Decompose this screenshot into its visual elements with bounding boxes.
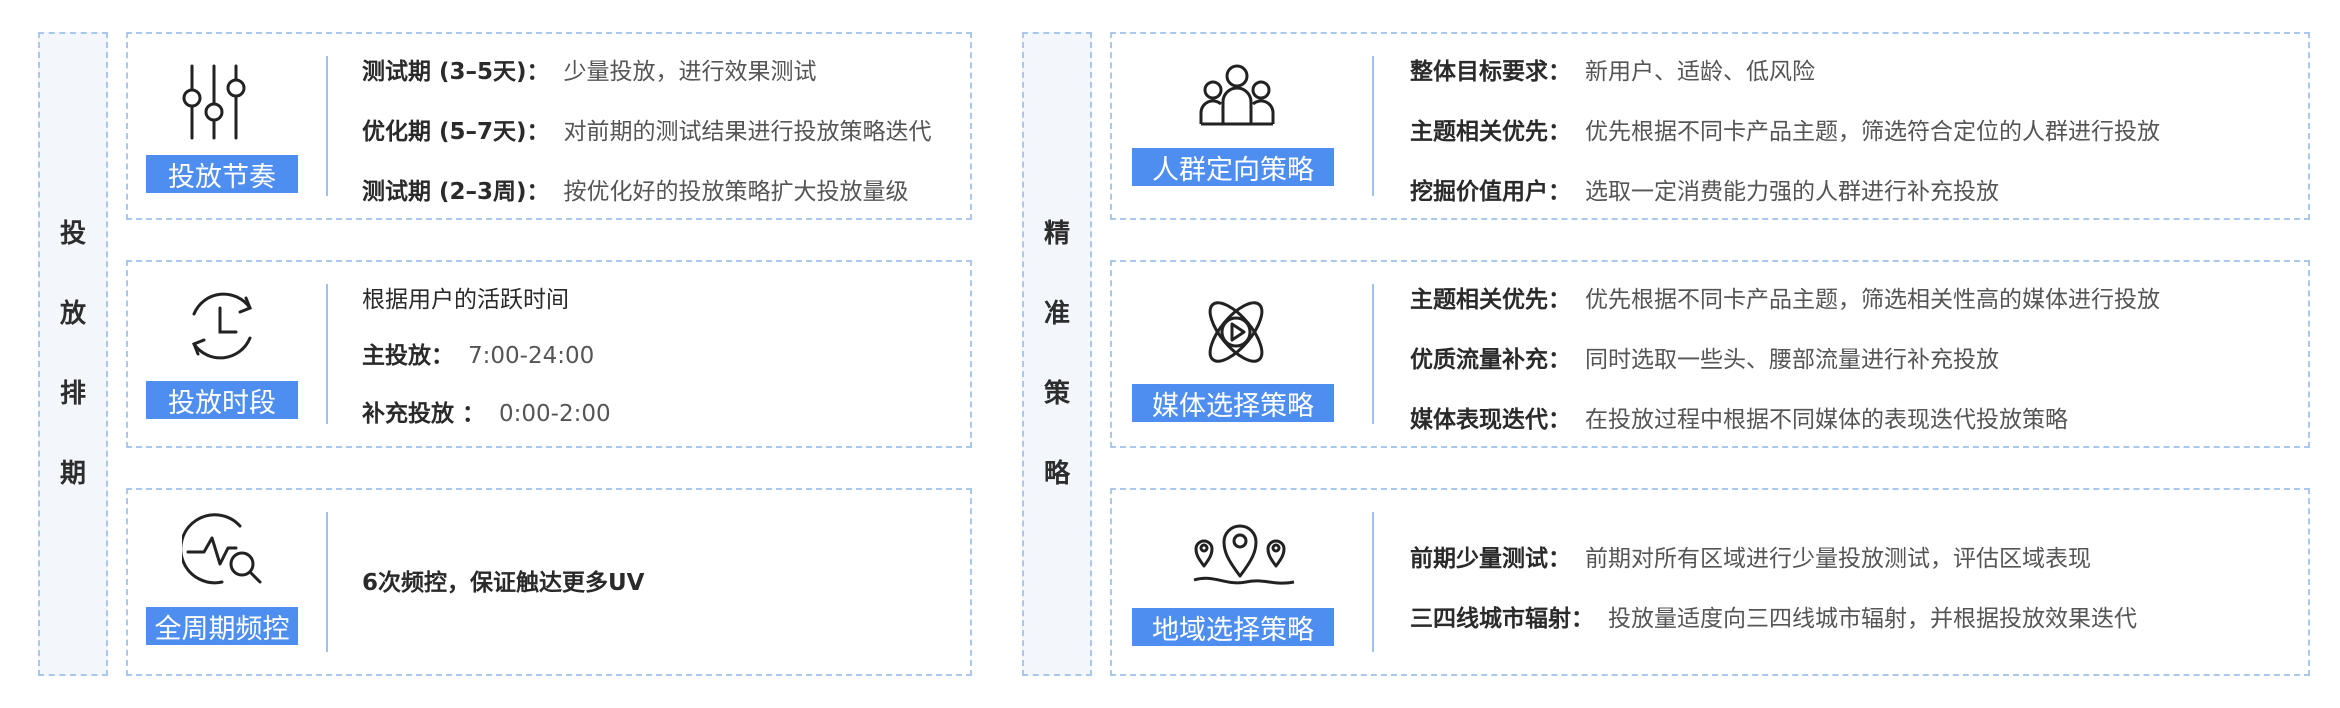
label-char: 精 (1043, 219, 1070, 249)
rhythm-line-2: 优化期 (5–7天)：对前期的测试结果进行投放策略迭代 (362, 119, 932, 145)
divider (326, 56, 328, 196)
label-char: 投 (59, 219, 86, 249)
media-line-2: 优质流量补充：同时选取一些头、腰部流量进行补充投放 (1410, 347, 1999, 373)
people-group-icon (1199, 64, 1275, 126)
tag-media-strategy: 媒体选择策略 (1132, 384, 1334, 422)
clock-icon (192, 292, 252, 360)
analytics-search-icon (182, 513, 262, 585)
divider (1372, 56, 1374, 196)
tag-region-strategy: 地域选择策略 (1132, 608, 1334, 646)
card-release-time (126, 260, 972, 448)
media-line-3: 媒体表现迭代：在投放过程中根据不同媒体的表现迭代投放策略 (1410, 407, 2068, 433)
media-line-1: 主题相关优先：优先根据不同卡产品主题，筛选相关性高的媒体进行投放 (1410, 287, 2160, 313)
divider (1372, 284, 1374, 424)
map-pins-icon (1193, 524, 1295, 585)
region-line-2: 三四线城市辐射：投放量适度向三四线城市辐射，并根据投放效果迭代 (1410, 606, 2137, 632)
card-region-strategy (1110, 488, 2310, 676)
label-char: 策 (1043, 379, 1070, 409)
divider (1372, 512, 1374, 652)
right-section-label: 精 准 策 略 (1022, 32, 1092, 676)
divider (326, 512, 328, 652)
tag-release-rhythm: 投放节奏 (146, 155, 298, 193)
rhythm-line-1: 测试期 (3–5天)：少量投放，进行效果测试 (362, 59, 817, 85)
label-char: 略 (1043, 459, 1070, 489)
frequency-text: 6次频控，保证触达更多UV (362, 570, 645, 596)
card-audience-strategy (1110, 32, 2310, 220)
label-char: 期 (59, 459, 86, 489)
tag-release-time: 投放时段 (146, 381, 298, 419)
tag-audience-strategy: 人群定向策略 (1132, 148, 1334, 186)
label-char: 放 (59, 299, 86, 329)
label-char: 排 (59, 379, 86, 409)
time-line-1: 主投放：7:00-24:00 (362, 343, 595, 369)
audience-line-3: 挖掘价值用户：选取一定消费能力强的人群进行补充投放 (1410, 179, 1999, 205)
time-line-2: 补充投放 ：0:00-2:00 (362, 401, 611, 427)
time-intro: 根据用户的活跃时间 (362, 287, 569, 313)
card-frequency-control (126, 488, 972, 676)
label-char: 准 (1043, 299, 1070, 329)
audience-line-1: 整体目标要求：新用户、适龄、低风险 (1410, 59, 1815, 85)
sliders-icon (182, 64, 246, 140)
rhythm-line-3: 测试期 (2–3周)：按优化好的投放策略扩大投放量级 (362, 179, 909, 205)
card-media-strategy (1110, 260, 2310, 448)
card-release-rhythm (126, 32, 972, 220)
tag-frequency-control: 全周期频控 (146, 607, 298, 645)
divider (326, 284, 328, 424)
media-orbit-play-icon (1208, 301, 1264, 363)
left-section-label: 投 放 排 期 (38, 32, 108, 676)
region-line-1: 前期少量测试：前期对所有区域进行少量投放测试，评估区域表现 (1410, 546, 2091, 572)
audience-line-2: 主题相关优先：优先根据不同卡产品主题，筛选符合定位的人群进行投放 (1410, 119, 2160, 145)
